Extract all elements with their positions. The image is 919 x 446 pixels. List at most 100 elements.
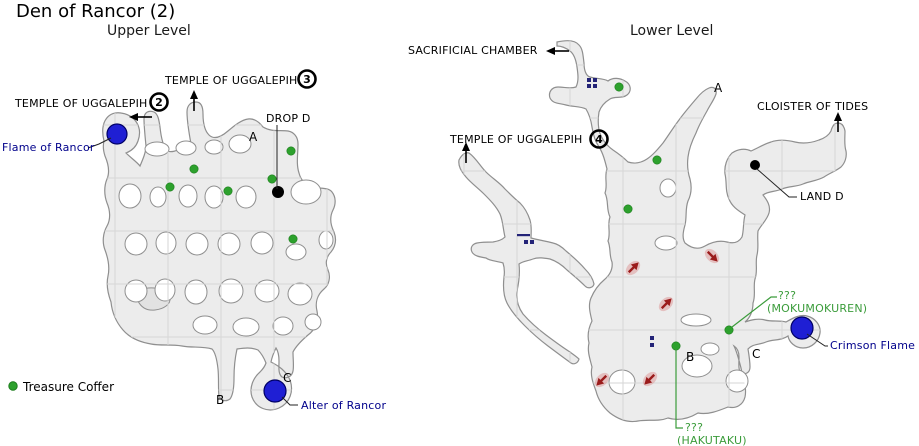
flame-of-rancor-dot: [106, 123, 128, 145]
cave-hole: [235, 185, 257, 209]
exit-arrows: [129, 47, 842, 163]
cave-hole: [118, 183, 142, 209]
treasure-coffer-dot: [165, 182, 175, 192]
lower-letter-c: C: [752, 347, 760, 361]
flame-and-land-dots: [106, 123, 814, 403]
cave-hole: [700, 342, 720, 356]
cave-hole: [680, 313, 712, 327]
temple4-number-circle: [589, 129, 609, 149]
temple4-number: 4: [595, 133, 603, 146]
temple2-number-circle: [149, 92, 169, 112]
mokumokuren-line: [731, 296, 777, 328]
door-marker-square: [530, 240, 534, 244]
crimson-flame-dot: [790, 316, 814, 340]
lower-map-cave: [458, 40, 847, 423]
door-marker-square: [587, 84, 591, 88]
mokumokuren-q-label: ???: [778, 289, 796, 302]
cave-hole: [608, 369, 636, 395]
cave-hole: [272, 316, 294, 336]
sacrificial-exit-arrowhead: [546, 47, 555, 55]
treasure-coffer-dot: [614, 82, 624, 92]
crimson-flame-label: Crimson Flame: [830, 339, 915, 352]
cave-hole: [254, 279, 280, 303]
cave-hole: [290, 179, 322, 205]
cave-hole: [228, 134, 252, 154]
temple4-exit-arrowhead: [462, 142, 470, 151]
upper-letter-c: C: [283, 371, 291, 385]
fall-point-arrow: [704, 248, 720, 264]
treasure-coffer-dot: [189, 164, 199, 174]
treasure-coffer-dot: [223, 186, 233, 196]
fall-point-arrows: [594, 248, 720, 388]
alter-of-rancor-dot: [263, 379, 287, 403]
fall-point-arrow: [625, 260, 641, 276]
cave-hole: [217, 232, 241, 256]
sacrificial-chamber-label: SACRIFICIAL CHAMBER: [408, 44, 538, 57]
cave-hole: [304, 313, 322, 331]
cave-hole: [178, 184, 198, 208]
hakutaku-q-label: ???: [685, 421, 703, 434]
treasure-coffer-legend-label: Treasure Coffer: [22, 380, 114, 394]
cave-hole: [285, 243, 307, 261]
temple3-number-circle: [297, 69, 317, 89]
cave-hole: [149, 186, 167, 208]
cave-hole: [218, 278, 244, 304]
door-markers: [517, 78, 654, 347]
crimson-flame-line: [806, 333, 828, 347]
legend: Treasure Coffer: [8, 380, 114, 394]
upper-level-heading: Upper Level: [107, 23, 191, 39]
door-marker-square: [593, 78, 597, 82]
temple3-label: TEMPLE OF UGGALEPIH: [164, 74, 298, 87]
lower-letter-a: A: [714, 81, 723, 95]
temple4-label: TEMPLE OF UGGALEPIH: [449, 133, 583, 146]
treasure-coffer-dot: [724, 325, 734, 335]
land-d-label: LAND D: [800, 190, 844, 203]
door-marker-square: [593, 84, 597, 88]
temple3-exit-arrowhead: [190, 90, 198, 99]
drop-d-dot: [272, 186, 284, 198]
treasure-coffer-dot: [652, 155, 662, 165]
lower-map-temple4-corridor: [458, 152, 595, 365]
treasure-coffer-dot: [286, 146, 296, 156]
cave-hole: [250, 231, 274, 255]
lower-letter-b: B: [686, 350, 694, 364]
treasure-coffer-dot: [623, 204, 633, 214]
door-marker-line: [517, 234, 530, 237]
treasure-coffer-dot: [288, 234, 298, 244]
upper-treasure-coffers: [165, 146, 298, 244]
land-d-line: [756, 168, 797, 198]
annotation-lines: [87, 125, 828, 429]
cave-hole: [184, 279, 208, 305]
circled-exit-numbers: 2 3 4: [149, 69, 609, 149]
alter-of-rancor-line: [281, 396, 298, 406]
drop-d-label: DROP D: [266, 112, 311, 125]
cave-hole: [192, 315, 218, 335]
cave-hole: [681, 354, 713, 378]
cave-hole: [124, 279, 148, 303]
door-marker-square: [650, 343, 654, 347]
page-title: Den of Rancor (2): [16, 1, 175, 22]
alter-of-rancor-label: Alter of Rancor: [301, 399, 386, 412]
door-marker-square: [650, 336, 654, 340]
fall-point-arrow: [658, 296, 674, 312]
cloister-of-tides-label: CLOISTER OF TIDES: [757, 100, 868, 113]
cave-hole: [175, 140, 197, 156]
cave-hole: [204, 185, 224, 209]
cave-hole: [124, 232, 148, 256]
cave-hole: [659, 178, 677, 198]
lower-level-heading: Lower Level: [630, 23, 713, 39]
fall-point-arrow: [594, 372, 610, 388]
cave-hole: [232, 317, 260, 337]
cave-hole: [654, 235, 678, 251]
flame-of-rancor-label: Flame of Rancor: [2, 141, 95, 154]
upper-map-holes: [118, 134, 334, 337]
cloister-exit-arrowhead: [834, 112, 842, 121]
upper-letter-b: B: [216, 393, 224, 407]
lower-map-holes: [608, 178, 749, 395]
cave-hole: [725, 369, 749, 393]
temple2-number: 2: [155, 96, 163, 109]
door-marker-square: [524, 240, 528, 244]
upper-letter-a: A: [249, 130, 258, 144]
